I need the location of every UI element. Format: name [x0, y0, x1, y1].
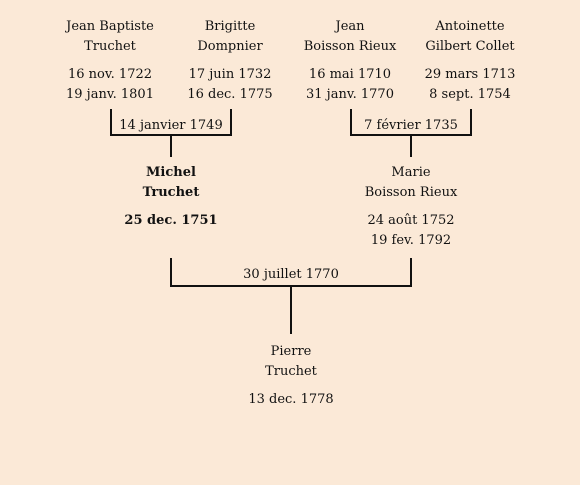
person-brigitte-dompnier: Brigitte Dompnier 17 juin 1732 16 dec. 1… [150, 17, 310, 105]
birth-date: 16 nov. 1722 [67, 67, 153, 82]
person-name: Pierre [270, 344, 312, 359]
person-surname: Truchet [142, 185, 200, 200]
person-pierre-truchet: Pierre Truchet 13 dec. 1778 [211, 342, 371, 410]
birth-date: 29 mars 1713 [424, 67, 516, 82]
death-date: 8 sept. 1754 [429, 87, 511, 102]
death-date: 31 janv. 1770 [306, 87, 394, 102]
person-name: Antoinette [435, 19, 505, 34]
person-name: Michel [146, 165, 196, 180]
person-surname: Gilbert Collet [425, 39, 515, 54]
birth-date: 17 juin 1732 [188, 67, 272, 82]
birth-date: 24 août 1752 [367, 213, 455, 228]
person-marie-boisson-rieux: Marie Boisson Rieux 24 août 1752 19 fev.… [331, 163, 491, 251]
person-antoinette-gilbert-collet: Antoinette Gilbert Collet 29 mars 1713 8… [390, 17, 550, 105]
death-date: 16 dec. 1775 [187, 87, 273, 102]
person-name: Jean [335, 19, 365, 34]
person-surname: Boisson Rieux [303, 39, 397, 54]
person-name: Jean Baptiste [66, 19, 154, 34]
person-jean-baptiste-truchet: Jean Baptiste Truchet 16 nov. 1722 19 ja… [30, 17, 190, 105]
marriage-date-maternal: 7 février 1735 [364, 118, 458, 133]
birth-date: 16 mai 1710 [308, 67, 392, 82]
death-date: 19 fev. 1792 [370, 233, 452, 248]
person-name: Marie [391, 165, 431, 180]
person-surname: Dompnier [197, 39, 263, 54]
birth-date: 13 dec. 1778 [248, 392, 334, 407]
death-date: 19 janv. 1801 [66, 87, 154, 102]
person-surname: Truchet [265, 364, 317, 379]
person-surname: Boisson Rieux [364, 185, 458, 200]
person-michel-truchet: Michel Truchet 25 dec. 1751 [91, 163, 251, 231]
birth-date: 25 dec. 1751 [124, 213, 218, 228]
marriage-date-parents: 30 juillet 1770 [243, 267, 339, 282]
person-name: Brigitte [204, 19, 256, 34]
person-jean-boisson-rieux: Jean Boisson Rieux 16 mai 1710 31 janv. … [270, 17, 430, 105]
person-surname: Truchet [84, 39, 136, 54]
marriage-date-paternal: 14 janvier 1749 [119, 118, 223, 133]
